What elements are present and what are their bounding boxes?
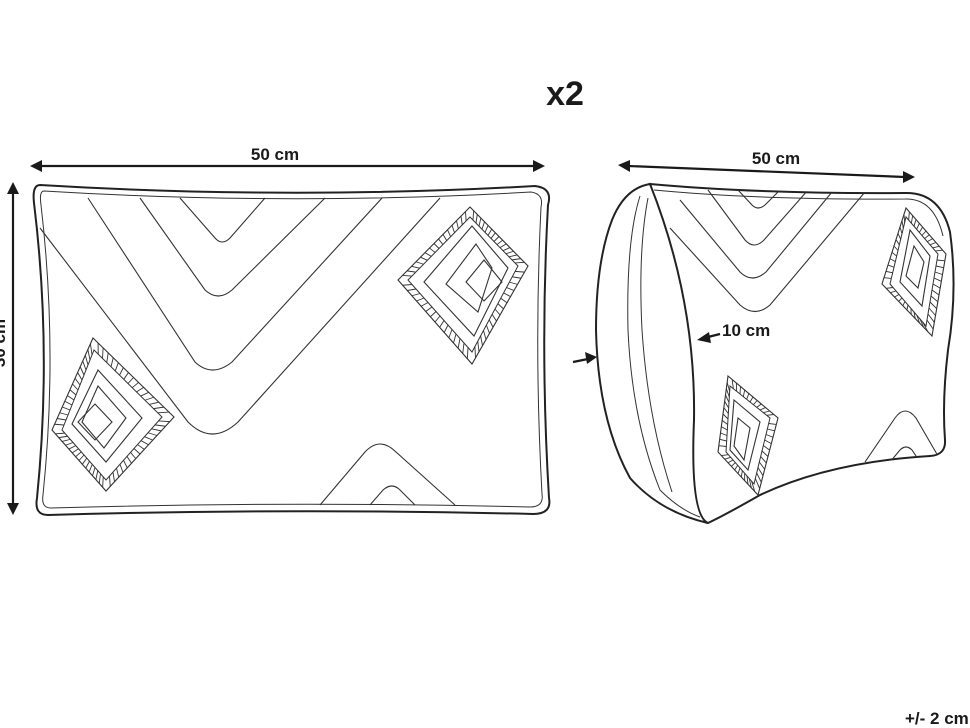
side-width-dimension: 50 cm	[618, 149, 915, 183]
tolerance-label: +/- 2 cm	[905, 709, 969, 728]
side-top-seam	[653, 189, 944, 237]
front-piping-line	[39, 190, 543, 509]
side-width-label: 50 cm	[752, 149, 800, 168]
front-view-pillow: 50 cm 30 cm	[0, 145, 551, 517]
side-diamond-motif-bottom	[717, 374, 779, 497]
front-chevron-pattern	[39, 197, 456, 506]
side-end-cap	[594, 182, 709, 524]
side-depth-dimension: 10 cm	[572, 321, 770, 364]
side-diamond-motif-top	[881, 206, 947, 338]
front-height-label: 30 cm	[0, 319, 9, 367]
side-chevron-pattern	[669, 189, 939, 463]
side-depth-label: 10 cm	[722, 321, 770, 340]
front-width-dimension: 50 cm	[30, 145, 545, 172]
quantity-label: x2	[546, 75, 584, 113]
front-width-label: 50 cm	[251, 145, 299, 164]
side-view-pillow: 50 cm	[572, 149, 955, 525]
front-diamond-motif-left	[51, 337, 175, 492]
front-diamond-motif-right	[397, 206, 529, 365]
side-end-cap-inner-seam	[627, 195, 701, 518]
front-height-dimension: 30 cm	[0, 182, 19, 515]
